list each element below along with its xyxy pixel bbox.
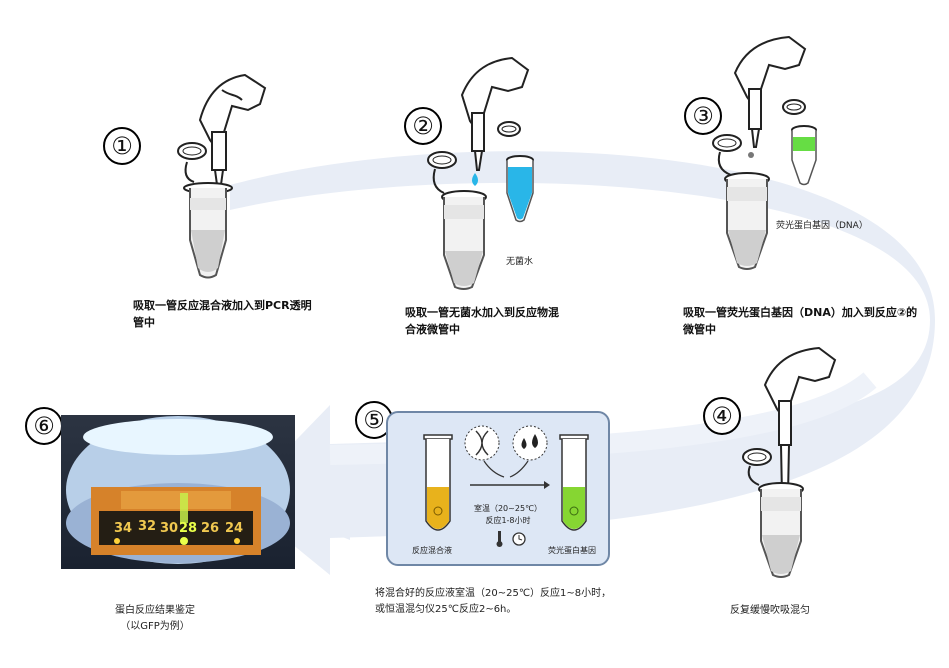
pipette-hand-icon bbox=[460, 56, 530, 171]
step-3-tubes bbox=[712, 35, 817, 270]
result-photo: 34 32 30 28 26 24 bbox=[61, 415, 295, 569]
step-2-caption: 吸取一管无菌水加入到反应物混合液微管中 bbox=[405, 306, 559, 336]
step-4-tube bbox=[742, 346, 837, 578]
photo-tube-label-1: 34 bbox=[114, 521, 133, 536]
step-4-number: ④ bbox=[703, 397, 741, 435]
step-6-caption-line1: 蛋白反应结果鉴定 bbox=[115, 605, 195, 616]
thermometer-icon bbox=[498, 531, 501, 543]
step-1-number: ① bbox=[103, 127, 141, 165]
step-1-tube bbox=[177, 73, 267, 279]
photo-tube-label-3: 30 bbox=[160, 521, 179, 536]
step-1-caption: 吸取一管反应混合液加入到PCR透明管中 bbox=[133, 299, 312, 329]
photo-tube-label-5: 26 bbox=[201, 521, 220, 536]
pipette-hand-icon bbox=[198, 73, 267, 193]
step-6-caption-line2: （以GFP为例） bbox=[120, 621, 190, 632]
condition-time: 反应1-8小时 bbox=[485, 516, 531, 525]
step-6-number: ⑥ bbox=[25, 407, 63, 445]
step-2-number: ② bbox=[404, 107, 442, 145]
condition-temp: 室温（20~25℃） bbox=[473, 504, 543, 513]
step-3-number: ③ bbox=[684, 97, 722, 135]
pipette-hand-icon bbox=[733, 35, 807, 148]
photo-tube-label-4: 28 bbox=[179, 521, 198, 536]
water-label: 无菌水 bbox=[506, 257, 534, 267]
dna-label: 荧光蛋白基因（DNA） bbox=[776, 221, 868, 231]
right-tube-label: 荧光蛋白基因 bbox=[548, 546, 596, 555]
step-3-caption: 吸取一管荧光蛋白基因（DNA）加入到反应②的微管中 bbox=[683, 306, 918, 336]
photo-tube-label-2: 32 bbox=[138, 519, 157, 534]
reaction-illustration bbox=[423, 425, 589, 547]
step-2-tubes bbox=[427, 56, 534, 290]
step-5-caption: 将混合好的反应液室温（20~25℃）反应1~8小时，或恒温混匀仪25℃反应2~6… bbox=[375, 588, 612, 615]
step-4-caption: 反复缓慢吹吸混匀 bbox=[730, 605, 810, 616]
water-drops-icon bbox=[512, 425, 548, 461]
photo-tube-label-6: 24 bbox=[225, 521, 244, 536]
left-tube-label: 反应混合液 bbox=[412, 546, 452, 555]
reaction-panel: 室温（20~25℃） 反应1-8小时 反应混合液 荧光蛋白基因 bbox=[386, 411, 610, 566]
